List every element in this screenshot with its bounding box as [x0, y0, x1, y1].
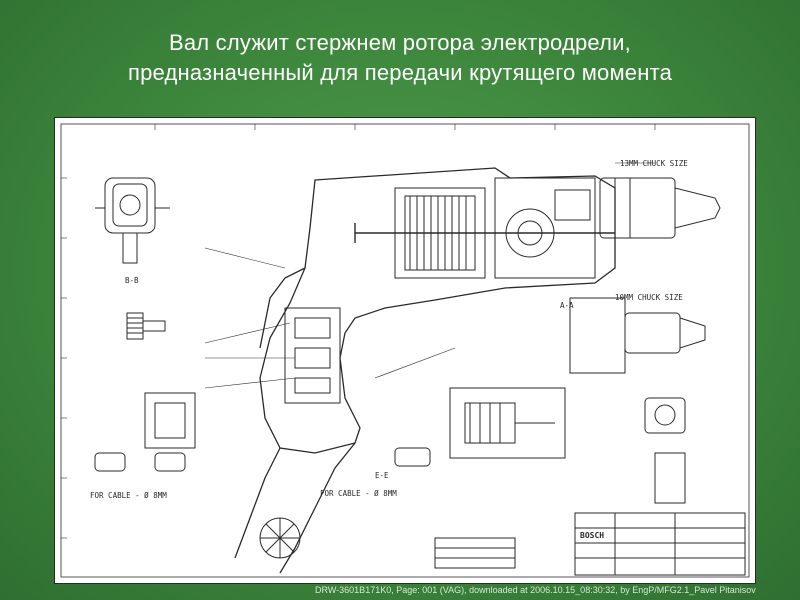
gear-box — [494, 177, 596, 279]
chuck-10mm-label: 10MM CHUCK SIZE — [615, 293, 683, 302]
chuck-13mm — [599, 177, 721, 239]
brand-label: BOSCH — [580, 531, 604, 540]
chuck-10mm — [569, 297, 706, 374]
drill-schematic: 13MM CHUCK SIZE 10MM CHUCK SIZE FOR CABL… — [60, 123, 750, 578]
switch-assembly — [284, 307, 341, 404]
chuck-13mm-label: 13MM CHUCK SIZE — [620, 159, 688, 168]
title-line-2: предназначенный для передачи крутящего м… — [127, 60, 673, 85]
title-line-1: Вал служит стержнем ротора электродрели, — [169, 30, 631, 55]
section-ee-label: E-E — [375, 471, 389, 480]
slide-title: Вал служит стержнем ротора электродрели,… — [0, 28, 800, 88]
gear-part — [126, 312, 166, 340]
rotor-view — [449, 387, 566, 459]
cable-left-label: FOR CABLE - Ø 8MM — [90, 491, 167, 500]
footer-source: DRW-3601B171K0, Page: 001 (VAG), downloa… — [315, 585, 756, 595]
section-bb-label: B-B — [125, 276, 139, 285]
brush-holder — [644, 397, 686, 504]
title-block — [434, 512, 746, 576]
technical-drawing: 13MM CHUCK SIZE 10MM CHUCK SIZE FOR CABL… — [54, 117, 756, 584]
handle-section — [94, 392, 431, 472]
gear-head-view — [95, 177, 170, 264]
drill-body — [234, 167, 616, 574]
shaft — [354, 223, 615, 243]
section-aa-label: A-A — [560, 301, 574, 310]
cable-grommet — [259, 517, 301, 559]
cable-mid-label: FOR CABLE - Ø 8MM — [320, 489, 397, 498]
